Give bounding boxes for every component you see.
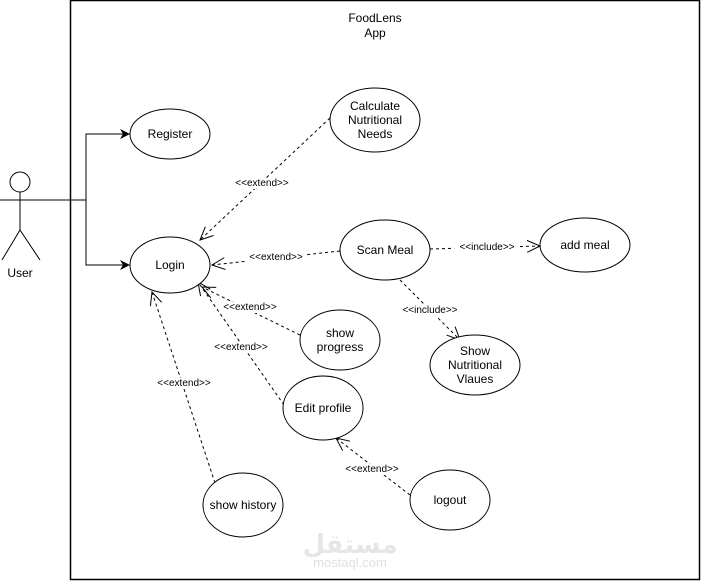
- dashed-arrow: [198, 282, 285, 406]
- watermark-arabic: مستقل: [302, 530, 397, 560]
- relation-label-background: [232, 178, 292, 189]
- relation-label-background: [154, 378, 214, 389]
- use-case-label: add meal: [560, 238, 609, 252]
- use-case-ellipse: [299, 309, 381, 371]
- relation-history-to-login: <<extend>>: [152, 292, 216, 484]
- relation-label: <<extend>>: [157, 378, 211, 389]
- association-register: [40, 129, 130, 201]
- actor-left-leg: [1, 229, 21, 261]
- actor-user[interactable]: [0, 171, 41, 261]
- use-case-label: Needs: [358, 127, 393, 141]
- relation-logout-to-editprofile: <<extend>>: [336, 438, 411, 496]
- use-case-label: Calculate: [350, 99, 400, 113]
- relation-calc-to-login: <<extend>>: [200, 117, 331, 240]
- relation-scan-to-nutvalues: <<include>>: [397, 279, 463, 340]
- relations-layer: <<extend>> <<extend>> <<include>> <<include…: [152, 117, 540, 496]
- use-case-label: Vlaues: [457, 372, 494, 386]
- use-case-login[interactable]: Login: [129, 236, 211, 294]
- relation-editprofile-to-login: <<extend>>: [198, 282, 285, 406]
- use-case-label: Edit profile: [295, 401, 352, 415]
- use-case-label: Nutritional: [448, 358, 502, 372]
- use-case-ellipse: [339, 219, 431, 281]
- use-case-label: progress: [317, 340, 364, 354]
- relation-label-background: [211, 342, 271, 353]
- relation-label-background: [342, 464, 402, 475]
- use-case-scan[interactable]: Scan Meal: [339, 219, 431, 281]
- relation-label: <<extend>>: [214, 342, 268, 353]
- relation-scan-to-login: <<extend>>: [212, 250, 341, 265]
- use-case-ellipse: [409, 469, 491, 531]
- system-title: FoodLens App: [348, 11, 401, 40]
- relation-scan-to-addmeal: <<include>>: [429, 242, 540, 253]
- use-case-label: Register: [148, 127, 193, 141]
- use-case-label: Scan Meal: [357, 243, 414, 257]
- relation-label-background: [397, 305, 463, 316]
- relation-label: <<extend>>: [235, 178, 289, 189]
- watermark: مستقل mostaql.com: [302, 530, 397, 570]
- watermark-latin: mostaql.com: [313, 555, 387, 570]
- system-boundary: [69, 0, 701, 581]
- use-case-label: show: [326, 326, 354, 340]
- use-case-register[interactable]: Register: [129, 108, 211, 160]
- relation-label-background: [454, 242, 520, 253]
- relation-label: <<extend>>: [345, 464, 399, 475]
- relation-label-background: [220, 302, 280, 313]
- use-case-logout[interactable]: logout: [409, 469, 491, 531]
- relation-label: <<extend>>: [223, 302, 277, 313]
- use-case-label: logout: [434, 493, 467, 507]
- use-case-label: Show: [460, 344, 490, 358]
- use-case-editprofile[interactable]: Edit profile: [282, 375, 364, 441]
- relation-label: <<include>>: [402, 305, 457, 316]
- system-title-line: App: [364, 26, 386, 40]
- use-case-ellipse: [429, 334, 521, 396]
- use-case-history[interactable]: show history: [202, 472, 284, 538]
- relation-progress-to-login: <<extend>>: [202, 287, 301, 336]
- use-case-label: Login: [155, 258, 184, 272]
- system-title-line: FoodLens: [348, 11, 401, 25]
- use-cases-layer: RegisterCalculateNutritionalNeedsLoginSc…: [129, 87, 631, 538]
- use-case-ellipse: [129, 236, 211, 294]
- use-case-label: show history: [210, 498, 277, 512]
- relation-label-background: [246, 252, 306, 263]
- use-case-ellipse: [129, 108, 211, 160]
- use-case-addmeal[interactable]: add meal: [539, 217, 631, 273]
- actor-label: User: [7, 266, 32, 280]
- association-login: [85, 200, 130, 270]
- relation-label: <<include>>: [459, 242, 514, 253]
- actor-right-leg: [19, 229, 41, 261]
- use-case-ellipse: [329, 87, 421, 153]
- use-case-ellipse: [282, 375, 364, 441]
- actor-head: [9, 171, 31, 193]
- associations: [40, 129, 130, 270]
- relation-label: <<extend>>: [249, 252, 303, 263]
- use-case-ellipse: [539, 217, 631, 273]
- use-case-label: Nutritional: [348, 113, 402, 127]
- use-case-ellipse: [202, 472, 284, 538]
